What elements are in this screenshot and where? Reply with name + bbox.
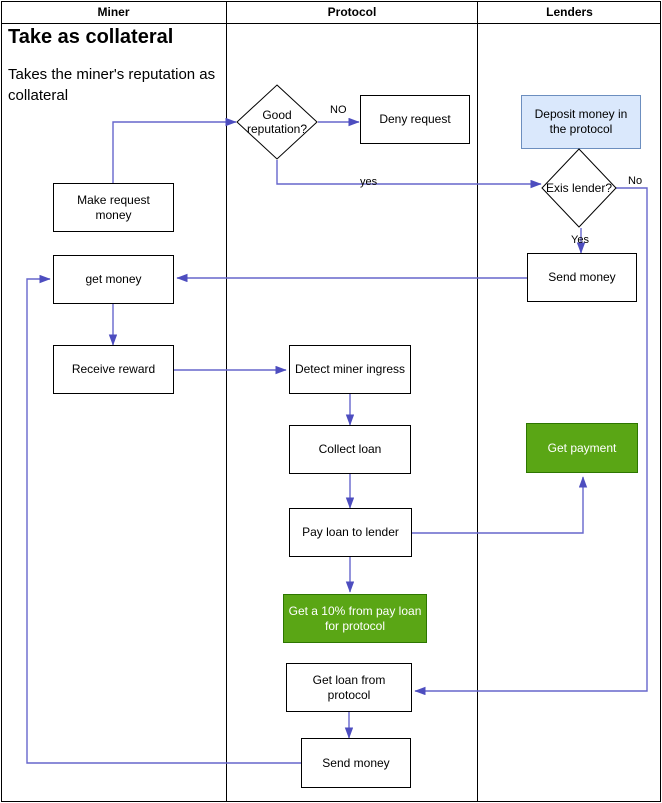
node-collect-loan[interactable]: Collect loan (289, 425, 411, 474)
decision-good-reputation-label: Good reputation? (246, 108, 308, 136)
node-get-money[interactable]: get money (53, 255, 174, 304)
node-receive-reward[interactable]: Receive reward (53, 345, 174, 394)
page-title: Take as collateral (8, 26, 174, 48)
lane-title-protocol: Protocol (327, 5, 377, 19)
node-lender-send-money[interactable]: Send money (527, 253, 637, 302)
edge-label-exis-yes: Yes (571, 234, 589, 246)
node-get-loan-from-protocol[interactable]: Get loan from protocol (286, 663, 412, 712)
edge-label-exis-no: No (628, 175, 643, 187)
node-deposit-money-in-protocol[interactable]: Deposit money in the protocol (521, 95, 641, 149)
node-get-ten-percent-for-protocol[interactable]: Get a 10% from pay loan for protocol (283, 594, 427, 643)
decision-exis-lender-label: Exis lender? (545, 181, 613, 195)
lane-title-miner: Miner (97, 5, 130, 19)
page-subtitle: Takes the miner's reputation as collater… (8, 66, 216, 104)
edge-label-no: NO (330, 104, 347, 116)
decision-good-reputation[interactable]: Good reputation? (236, 84, 318, 160)
lane-title-lenders: Lenders (546, 5, 593, 19)
lane-divider-miner-protocol (226, 1, 227, 802)
node-deny-request[interactable]: Deny request (360, 95, 470, 144)
lane-header-divider (1, 23, 661, 24)
node-pay-loan-to-lender[interactable]: Pay loan to lender (289, 508, 412, 557)
node-detect-miner-ingress[interactable]: Detect miner ingress (289, 345, 411, 394)
node-make-request-money[interactable]: Make request money (53, 183, 174, 232)
node-protocol-send-money[interactable]: Send money (301, 738, 411, 788)
lane-divider-protocol-lenders (477, 1, 478, 802)
decision-exis-lender[interactable]: Exis lender? (541, 148, 617, 228)
node-get-payment[interactable]: Get payment (526, 423, 638, 473)
edge-label-yes: yes (360, 176, 378, 188)
